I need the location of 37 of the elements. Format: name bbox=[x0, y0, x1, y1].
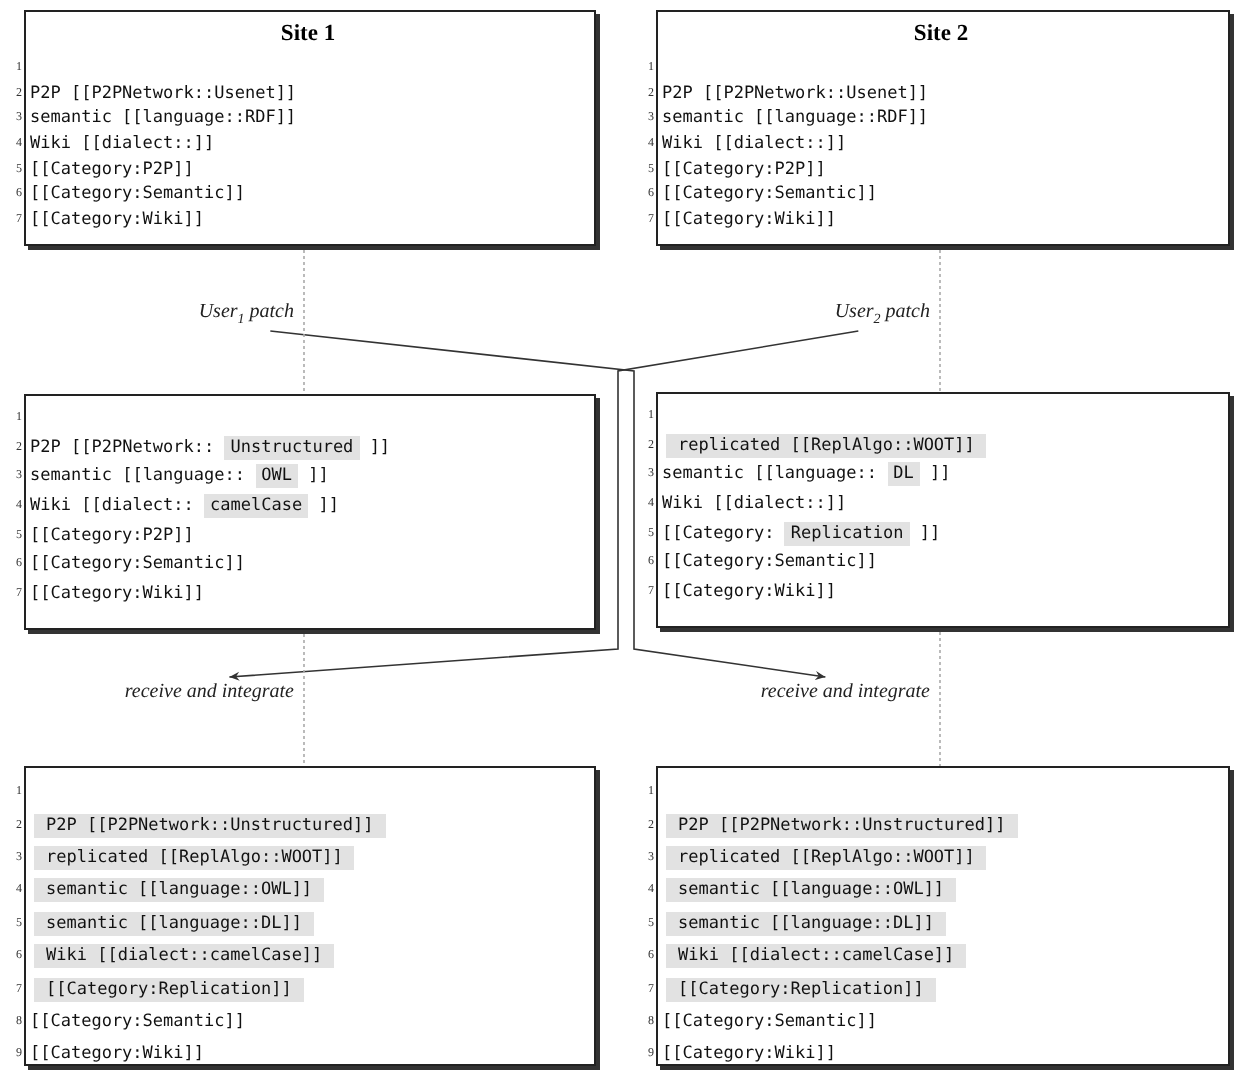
site-title: Site 1 bbox=[280, 20, 336, 50]
code-line: [[Category:Semantic]] bbox=[662, 1009, 877, 1034]
timeline-line bbox=[303, 633, 305, 767]
code-line: [[Category:Wiki]] bbox=[30, 1042, 204, 1067]
code-line: semantic [[language:: OWL ]] bbox=[30, 464, 329, 489]
site-title: Site 2 bbox=[913, 20, 969, 50]
code-line: [[Category:Wiki]] bbox=[662, 207, 836, 232]
code-line: [[Category:Wiki]] bbox=[662, 1042, 836, 1067]
code-line: [[Category: Replication ]] bbox=[662, 521, 941, 546]
timeline-line bbox=[939, 249, 941, 393]
code-line: P2P [[P2PNetwork:: Unstructured ]] bbox=[30, 435, 391, 460]
code-line: P2P [[P2PNetwork::Usenet]] bbox=[30, 81, 297, 106]
step-label: User$_{2}$ patch bbox=[830, 301, 934, 327]
timeline-line bbox=[303, 249, 305, 395]
code-line: Wiki [[dialect:: camelCase ]] bbox=[30, 494, 339, 519]
code-line: semantic [[language:: DL ]] bbox=[662, 462, 951, 487]
timeline-line bbox=[939, 631, 941, 767]
code-line: semantic [[language::RDF]] bbox=[662, 106, 929, 131]
step-label: receive and integrate bbox=[756, 681, 934, 703]
code-line: Wiki [[dialect::]] bbox=[662, 132, 847, 157]
step-label: User$_{1}$ patch bbox=[194, 301, 298, 327]
code-line: [[Category:Semantic]] bbox=[30, 1009, 245, 1034]
code-line: [[Category:Semantic]] bbox=[662, 550, 877, 575]
step-label: receive and integrate bbox=[120, 681, 298, 703]
code-line: Wiki [[dialect::]] bbox=[662, 492, 847, 517]
code-line: [[Category:Wiki]] bbox=[30, 581, 204, 606]
code-line: [[Category:Semantic]] bbox=[30, 552, 245, 577]
code-line: [[Category:Wiki]] bbox=[30, 207, 204, 232]
code-line: [[Category:Wiki]] bbox=[662, 579, 836, 604]
code-line: P2P [[P2PNetwork::Usenet]] bbox=[662, 81, 929, 106]
code-line: [[Category:Semantic]] bbox=[662, 182, 877, 207]
code-line: [[Category:P2P]] bbox=[30, 523, 194, 548]
code-line: semantic [[language::RDF]] bbox=[30, 106, 297, 131]
code-line: [[Category:P2P]] bbox=[662, 157, 826, 182]
code-line: [[Category:P2P]] bbox=[30, 157, 194, 182]
code-line: [[Category:Semantic]] bbox=[30, 182, 245, 207]
code-line: Wiki [[dialect::]] bbox=[30, 132, 215, 157]
